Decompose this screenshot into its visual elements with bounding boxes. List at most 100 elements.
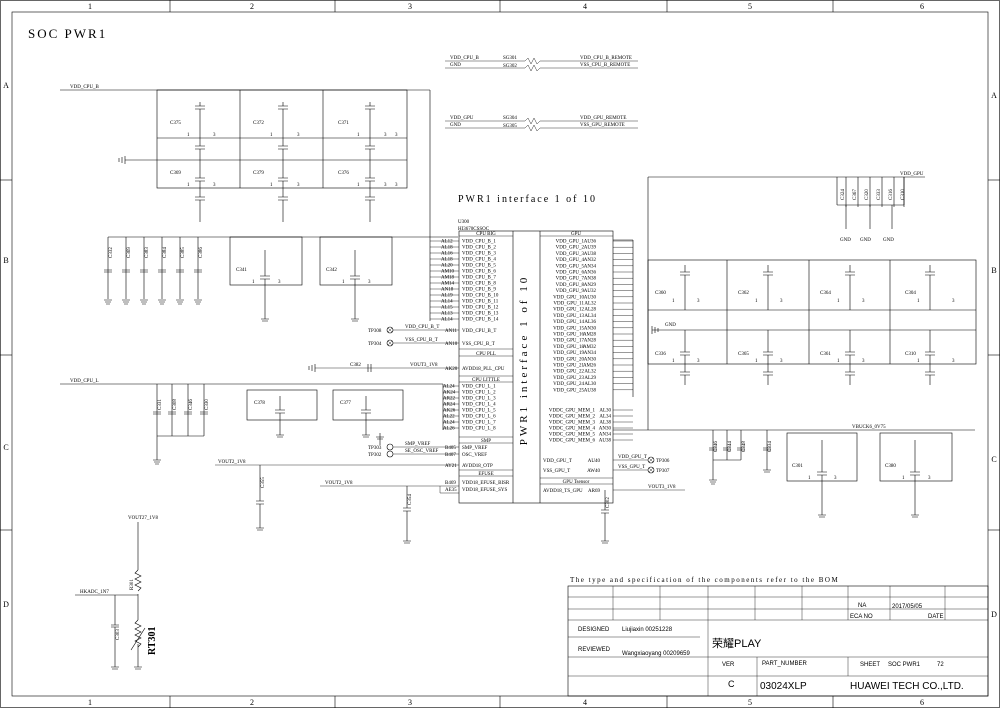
cap-ref: C346 — [714, 441, 719, 452]
row-label: D — [991, 610, 997, 619]
smp-vref: TP303 TP302 SMP_VREF SE_OSC_VREF B405 B4… — [368, 433, 488, 458]
cap-ref: C371 — [338, 121, 349, 126]
cap-ref: C382 — [350, 363, 361, 368]
cap-ref: C342 — [326, 268, 337, 273]
cpu-b-cap-grid: VDD_CPU_B C375 C372 C371 C369 C379 C376 — [60, 85, 431, 240]
pin-ball: AK24 — [443, 391, 456, 396]
gpu-vdd-bus: VDD_GPU C324 C367 C320 C333 C316 C310 GN… — [613, 172, 925, 430]
chip-section: EFUSE — [478, 472, 493, 477]
pin-name: VSS_CPU_B_T — [462, 342, 495, 347]
pin-num: 1 — [672, 299, 675, 304]
row-label: B — [991, 266, 996, 275]
pin-name: VDD_CPU_L_8 — [462, 427, 496, 432]
net-label: VOUT27_1V8 — [128, 516, 158, 521]
net-label: GND — [450, 63, 461, 68]
res-ref: R301 — [130, 579, 135, 590]
sheet-title: SOC PWR1 — [28, 26, 107, 41]
pin-num: 3 — [384, 183, 387, 188]
tp-ref: TP304 — [368, 342, 382, 347]
pin-ball: AK26 — [443, 409, 456, 414]
net-label: VDD_GPU_T — [618, 455, 647, 460]
pin-ball: AM28 — [583, 333, 597, 338]
net-label: GND — [860, 238, 871, 243]
cap-ref: C301 — [792, 464, 803, 469]
row-label: A — [3, 81, 9, 90]
pin-name: VDD18_EFUSE_BISR — [462, 481, 510, 486]
pin-ball: AN30 — [599, 427, 612, 432]
net-label: VSS_CPU_B_REMOTE — [580, 63, 630, 68]
pin-ball: AY21 — [445, 464, 457, 469]
tb-sheet-num: 72 — [937, 662, 944, 668]
pin-num: 1 — [342, 280, 345, 285]
cap-ref: C333 — [877, 189, 882, 200]
thermistor-ref: RT301 — [147, 626, 158, 655]
cpu-remote-sense: VDD_CPU_B GND SG301 SG302 VDD_CPU_B_REMO… — [445, 56, 638, 72]
pin-name: VDD_CPU_L_4 — [462, 403, 496, 408]
pin-ball: AL32 — [584, 370, 596, 375]
pin-ball: AN30 — [584, 357, 597, 362]
chip-ref: U300 — [458, 220, 470, 225]
pin-name: VDD_CPU_L_3 — [462, 397, 496, 402]
net-label: VSS_CPU_B_T — [405, 338, 438, 343]
tp-ref: TP307 — [656, 469, 670, 474]
cap-ref: C383 — [145, 247, 150, 258]
row-label: B — [3, 256, 8, 265]
pin-name: VDD_GPU_13 — [553, 314, 584, 319]
tp-ref: TP308 — [368, 329, 382, 334]
pin-name: VDD_GPU_3 — [556, 252, 585, 257]
pin-num: 3 — [952, 359, 955, 364]
cap-ref: C308 — [173, 399, 178, 410]
pin-name: VDD_CPU_L_7 — [462, 421, 496, 426]
pin-name: VDD_GPU_19 — [553, 351, 584, 356]
pin-name: VDD_CPU_B_5 — [462, 264, 496, 269]
pin-name: VDDC_GPU_MEM_4 — [549, 427, 596, 432]
net-label: VDD_CPU_B_T — [405, 325, 439, 330]
tp-ref: TP306 — [656, 459, 670, 464]
pin-num: 3 — [697, 299, 700, 304]
col-label: 4 — [583, 698, 587, 707]
cap-ref: C376 — [338, 171, 349, 176]
pin-ball: AN32 — [584, 258, 597, 263]
pin-ball: AN38 — [584, 277, 597, 282]
pin-name: VDD_GPU_T — [543, 459, 572, 464]
cap-ref: C384 — [163, 247, 168, 258]
pin-ball: AL19 — [441, 294, 453, 299]
chip-section: CPU PLL — [476, 352, 496, 357]
col-label: 4 — [583, 2, 587, 11]
pin-ball: AU32 — [584, 289, 597, 294]
pin-num: 1 — [755, 299, 758, 304]
pin-ball: AL16 — [441, 252, 453, 257]
pin-name: VDD_GPU_1 — [556, 240, 585, 245]
pin-ball: AN34 — [599, 433, 612, 438]
pin-ball: AN28 — [584, 339, 597, 344]
gpu-sense-testpoints: VDD_GPU_T VSS_GPU_T TP306 TP307 AU40 AW4… — [543, 455, 670, 474]
cap-ref: C302 — [606, 497, 611, 508]
pin-ball: AU38 — [584, 388, 597, 393]
col-label: 3 — [408, 698, 412, 707]
pin-name: VDDC_GPU_MEM_5 — [549, 433, 596, 438]
pin-num: 3 — [952, 299, 955, 304]
pin-name: VDD_CPU_B_11 — [462, 300, 499, 305]
pin-name: VDD_CPU_L_1 — [462, 385, 496, 390]
tb-sheet-label: SHEET — [860, 662, 880, 668]
cap-ref: C332 — [109, 247, 114, 258]
pin-ball: AL30 — [584, 382, 596, 387]
pin-num: 1 — [755, 359, 758, 364]
cap-ref: C354 — [408, 494, 413, 505]
pin-ball: AU36 — [584, 240, 597, 245]
cap-ref: C320 — [865, 189, 870, 200]
cap-ref: C380 — [885, 464, 896, 469]
gpu-remote-sense: VDD_GPU GND SG304 SG305 VDD_GPU_REMOTE V… — [445, 116, 638, 132]
pin-ball: AE35 — [445, 488, 457, 493]
cap-ref: C375 — [170, 121, 181, 126]
pin-name: VDDC_GPU_MEM_3 — [549, 421, 596, 426]
net-label: VOUT3_1V8 — [410, 363, 438, 368]
cap-ref: C341 — [236, 268, 247, 273]
pin-num: 1 — [187, 183, 190, 188]
pin-name: VDD_CPU_L_5 — [462, 409, 496, 414]
pin-num: 1 — [357, 133, 360, 138]
pin-name: VDD_GPU_7 — [556, 277, 585, 282]
chip-section: GPU — [571, 232, 581, 237]
